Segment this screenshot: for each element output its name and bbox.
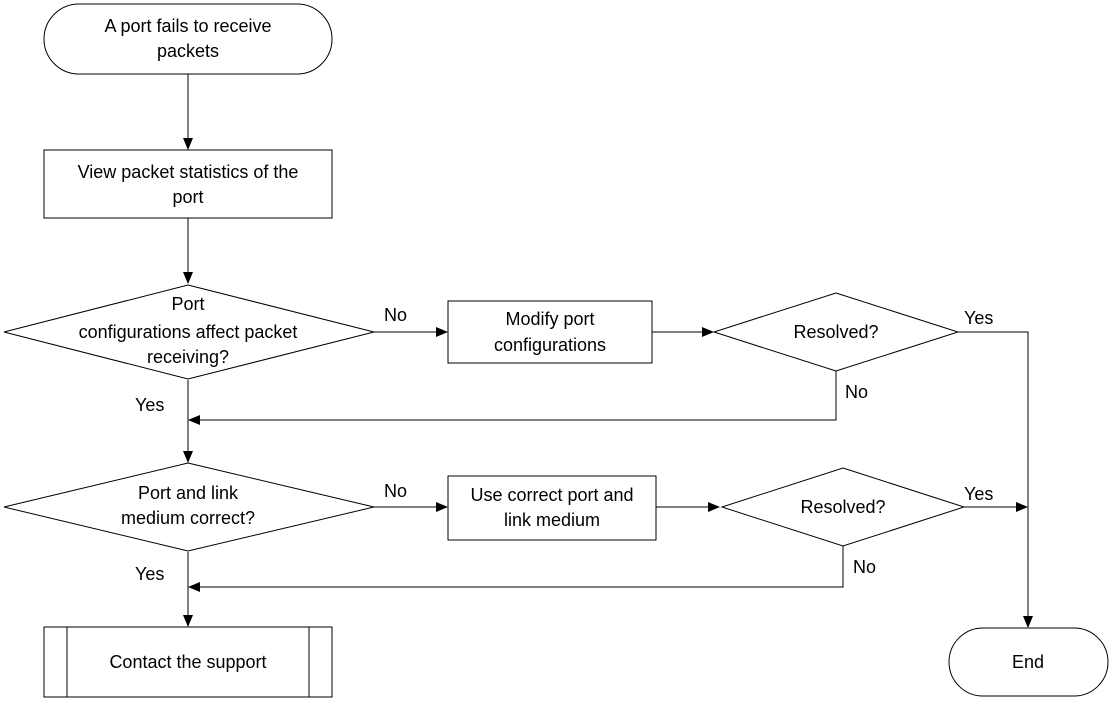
arrowhead [436,502,448,512]
contact-support-process: Contact the support [43,626,333,698]
edge-resolved2-no [200,546,844,588]
arrowhead [188,582,200,592]
arrowhead [702,327,714,337]
edge-resolved1-yes [958,331,1029,616]
arrowhead [708,502,720,512]
arrowhead [188,415,200,425]
label-config-no: No [384,305,407,325]
resolved-decision-2-label: Resolved? [800,497,885,517]
arrowhead [1023,616,1033,628]
arrowhead [183,615,193,627]
arrowhead [1016,502,1028,512]
edge-labels: No Yes Yes No No Yes Yes No [135,305,993,584]
view-stats-process: View packet statistics of the port [43,149,333,219]
use-correct-medium-process: Use correct port and link medium [447,475,657,541]
config-decision-line-2: configurations affect packet [79,322,298,342]
end-node-label: End [1012,652,1044,672]
resolved-decision-2: Resolved? [720,467,966,547]
label-config-yes: Yes [135,395,164,415]
label-resolved1-yes: Yes [964,308,993,328]
start-node-line-2: packets [157,41,219,61]
medium-decision-line-1: Port and link [138,483,239,503]
label-medium-no: No [384,481,407,501]
modify-config-line-1: Modify port [505,309,594,329]
medium-decision-line-2: medium correct? [121,508,255,528]
edge-resolved1-no [200,371,837,421]
start-node-line-1: A port fails to receive [104,16,271,36]
arrowhead [183,138,193,150]
label-medium-yes: Yes [135,564,164,584]
arrowhead [183,272,193,284]
end-node: End [948,627,1109,697]
view-stats-line-1: View packet statistics of the [78,162,299,182]
modify-config-line-2: configurations [494,335,606,355]
edges [183,74,1033,628]
label-resolved1-no: No [845,382,868,402]
label-resolved2-yes: Yes [964,484,993,504]
label-resolved2-no: No [853,557,876,577]
config-decision-line-3: receiving? [147,347,229,367]
use-correct-medium-line-2: link medium [504,510,600,530]
arrowhead [183,451,193,463]
config-decision-line-1: Port [171,294,204,314]
config-decision: Port configurations affect packet receiv… [3,284,375,380]
resolved-decision-1: Resolved? [712,292,960,372]
modify-config-process: Modify port configurations [447,300,653,364]
start-node: A port fails to receive packets [43,3,333,75]
medium-decision: Port and link medium correct? [3,462,375,552]
view-stats-line-2: port [172,187,203,207]
contact-support-label: Contact the support [109,652,266,672]
use-correct-medium-line-1: Use correct port and [470,485,633,505]
arrowhead [436,327,448,337]
resolved-decision-1-label: Resolved? [793,322,878,342]
